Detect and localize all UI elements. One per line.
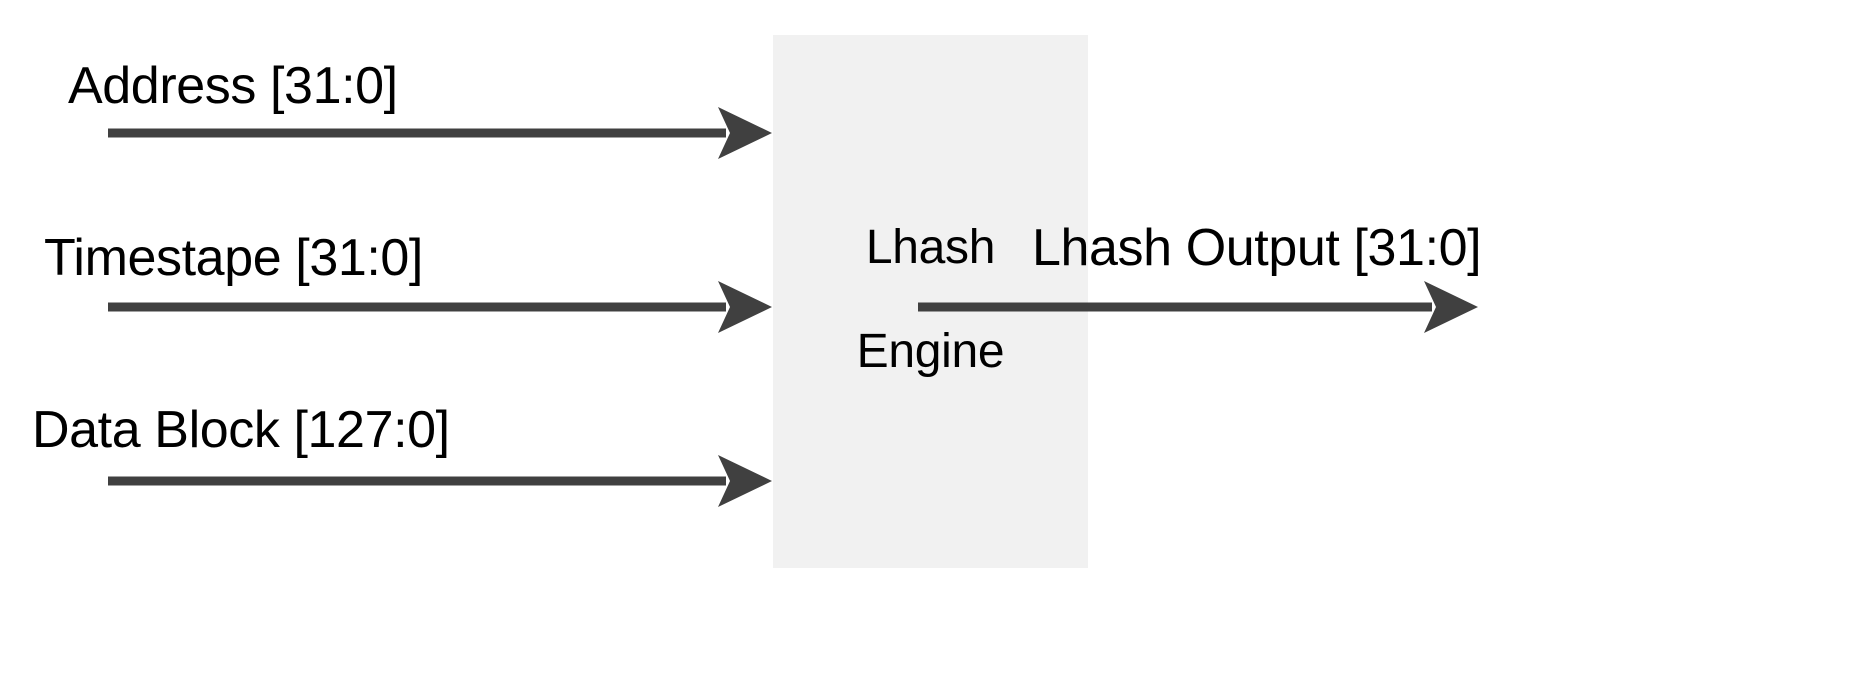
block-label-line2: Engine — [856, 325, 1005, 378]
input-label-address: Address [31:0] — [68, 57, 398, 115]
lhash-engine-block[interactable] — [773, 35, 1088, 568]
input-label-data-block: Data Block [127:0] — [32, 401, 450, 459]
arrow-timestape — [108, 281, 772, 333]
input-label-timestape: Timestape [31:0] — [44, 229, 423, 287]
arrow-lhash-output — [918, 281, 1478, 333]
arrow-address — [108, 107, 772, 159]
block-label-line1: Lhash — [865, 221, 996, 274]
output-label-lhash-output: Lhash Output [31:0] — [1032, 219, 1482, 277]
arrow-data-block — [108, 455, 772, 507]
